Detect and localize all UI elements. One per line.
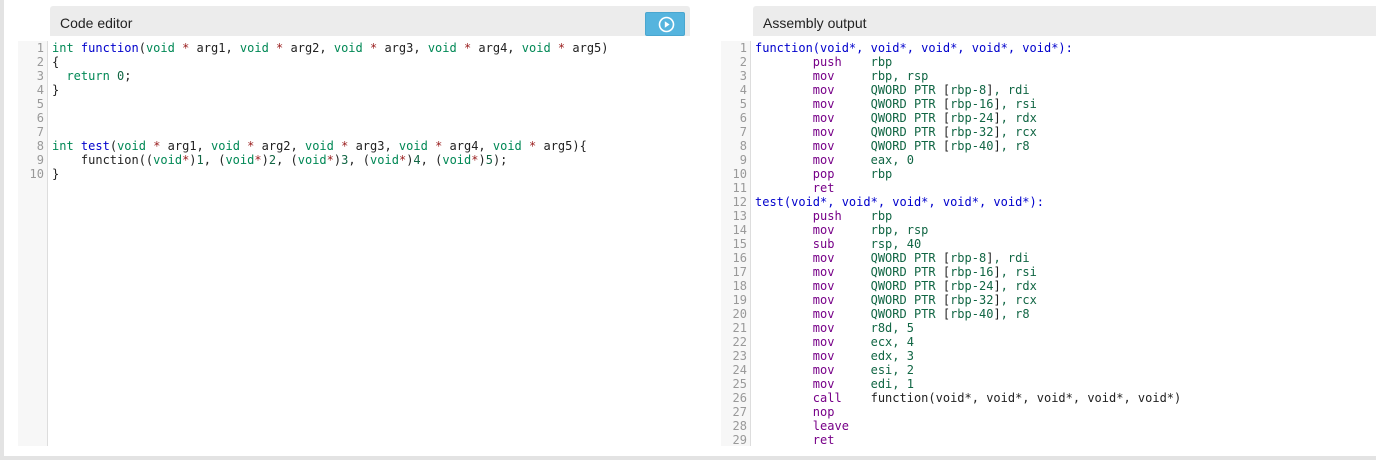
line-number: 9 — [739, 153, 747, 167]
code-line-text: return 0; — [66, 69, 132, 83]
asm-line-text: mov QWORD PTR [rbp-8], rdi — [812, 83, 1030, 97]
line-number: 12 — [732, 195, 747, 209]
line-number: 17 — [732, 265, 747, 279]
asm-line-text: function(void*, void*, void*, void*, voi… — [755, 41, 1073, 55]
asm-line-text: mov QWORD PTR [rbp-16], rsi — [812, 97, 1037, 111]
asm-line-text: sub rsp, 40 — [812, 237, 922, 251]
play-circle-icon — [658, 16, 675, 33]
window-bottom-border — [0, 456, 1376, 460]
asm-line-text: mov QWORD PTR [rbp-24], rdx — [812, 111, 1037, 125]
line-number: 8 — [36, 139, 44, 153]
line-number: 15 — [732, 237, 747, 251]
asm-line-text: mov eax, 0 — [812, 153, 914, 167]
run-button[interactable] — [645, 12, 685, 36]
line-number: 6 — [36, 111, 44, 125]
asm-line-text: ret — [812, 181, 871, 195]
line-number: 7 — [739, 125, 747, 139]
line-number: 2 — [739, 55, 747, 69]
line-number: 19 — [732, 293, 747, 307]
line-number: 28 — [732, 419, 747, 433]
asm-line-text: push rbp — [812, 55, 893, 69]
assembly-output-gutter — [721, 41, 751, 446]
asm-line-text: mov ecx, 4 — [812, 335, 914, 349]
line-number: 25 — [732, 377, 747, 391]
line-number: 20 — [732, 307, 747, 321]
line-number: 10 — [29, 167, 44, 181]
line-number: 6 — [739, 111, 747, 125]
asm-line-text: mov QWORD PTR [rbp-16], rsi — [812, 265, 1037, 279]
asm-line-text: mov esi, 2 — [812, 363, 914, 377]
asm-line-text: mov rbp, rsp — [812, 223, 929, 237]
asm-line-text: mov edx, 3 — [812, 349, 914, 363]
asm-line-text: pop rbp — [812, 167, 893, 181]
line-number: 22 — [732, 335, 747, 349]
code-editor-title: Code editor — [60, 15, 133, 31]
asm-line-text: call function(void*, void*, void*, void*… — [812, 391, 1182, 405]
line-number: 10 — [732, 167, 747, 181]
assembly-output-header: Assembly output — [753, 6, 1376, 36]
line-number: 7 — [36, 125, 44, 139]
window-left-border — [0, 0, 4, 460]
line-number: 23 — [732, 349, 747, 363]
code-editor-header: Code editor — [50, 6, 690, 36]
code-line-text: int test(void * arg1, void * arg2, void … — [52, 139, 587, 153]
line-number: 11 — [732, 181, 747, 195]
line-number: 4 — [36, 83, 44, 97]
asm-line-text: mov QWORD PTR [rbp-24], rdx — [812, 279, 1037, 293]
line-number: 29 — [732, 433, 747, 447]
line-number: 5 — [739, 97, 747, 111]
line-number: 9 — [36, 153, 44, 167]
asm-line-text: ret — [812, 433, 871, 447]
line-number: 2 — [36, 55, 44, 69]
line-number: 27 — [732, 405, 747, 419]
asm-line-text: mov QWORD PTR [rbp-40], r8 — [812, 307, 1030, 321]
asm-line-text: mov QWORD PTR [rbp-8], rdi — [812, 251, 1030, 265]
line-number: 24 — [732, 363, 747, 377]
line-number: 3 — [36, 69, 44, 83]
code-line-text: function((void*)1, (void*)2, (void*)3, (… — [52, 153, 508, 167]
code-line-text: int function(void * arg1, void * arg2, v… — [52, 41, 609, 55]
line-number: 13 — [732, 209, 747, 223]
code-editor-gutter — [18, 41, 48, 446]
line-number: 16 — [732, 251, 747, 265]
line-number: 26 — [732, 391, 747, 405]
line-number: 1 — [36, 41, 44, 55]
asm-line-text: mov edi, 1 — [812, 377, 914, 391]
line-number: 18 — [732, 279, 747, 293]
assembly-output-title: Assembly output — [763, 15, 867, 31]
line-number: 8 — [739, 139, 747, 153]
line-number: 4 — [739, 83, 747, 97]
line-number: 5 — [36, 97, 44, 111]
line-number: 1 — [739, 41, 747, 55]
asm-line-text: mov r8d, 5 — [812, 321, 914, 335]
code-line-text: } — [52, 83, 60, 97]
line-number: 3 — [739, 69, 747, 83]
code-line-text: { — [52, 55, 60, 69]
asm-line-text: mov QWORD PTR [rbp-32], rcx — [812, 125, 1037, 139]
line-number: 21 — [732, 321, 747, 335]
asm-line-text: mov QWORD PTR [rbp-32], rcx — [812, 293, 1037, 307]
asm-line-text: push rbp — [812, 209, 893, 223]
asm-line-text: leave — [812, 419, 871, 433]
code-line-text: } — [52, 167, 60, 181]
asm-line-text: test(void*, void*, void*, void*, void*): — [755, 195, 1044, 209]
asm-line-text: nop — [812, 405, 871, 419]
asm-line-text: mov rbp, rsp — [812, 69, 929, 83]
asm-line-text: mov QWORD PTR [rbp-40], r8 — [812, 139, 1030, 153]
line-number: 14 — [732, 223, 747, 237]
